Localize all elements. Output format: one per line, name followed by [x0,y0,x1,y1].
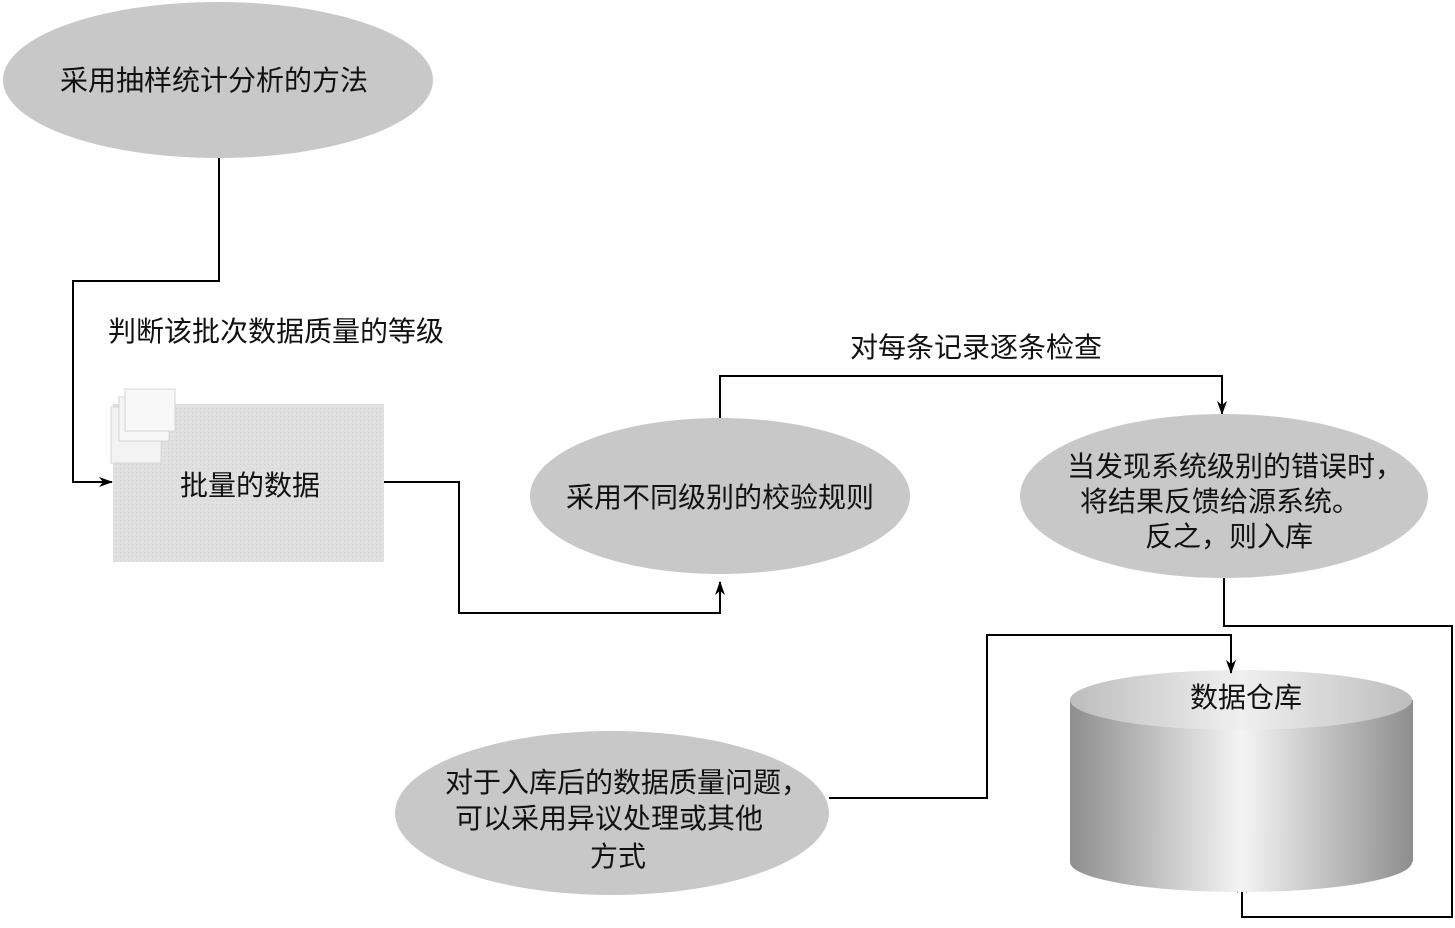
connector-feedback-loop [1223,578,1453,918]
post-storage-line-2: 可以采用异议处理或其他 [455,802,763,835]
post-storage-ellipse [395,731,829,895]
validation-rules-text: 采用不同级别的校验规则 [566,481,874,514]
connector-validation-to-feedback [719,375,1227,418]
error-feedback-ellipse [1020,414,1428,578]
batch-data-text: 批量的数据 [180,469,320,502]
data-warehouse-text: 数据仓库 [1190,681,1302,714]
connector-poststorage-to-warehouse [829,634,1236,799]
check-each-record-label: 对每条记录逐条检查 [850,331,1102,364]
post-storage-line-3: 方式 [590,840,646,873]
document-stack-icon [110,388,176,464]
sampling-method-ellipse [3,2,433,158]
validation-rules-ellipse [530,418,910,574]
judge-grade-label: 判断该批次数据质量的等级 [108,315,444,348]
error-feedback-line-3: 反之，则入库 [1145,520,1313,553]
sampling-method-text: 采用抽样统计分析的方法 [60,64,368,97]
error-feedback-line-1: 当发现系统级别的错误时， [1067,450,1403,483]
post-storage-line-1: 对于入库后的数据质量问题， [445,766,809,799]
connector-batch-to-validation [384,481,725,614]
connector-sampling-to-batch [72,158,220,487]
data-warehouse-cylinder [1070,670,1413,892]
error-feedback-line-2: 将结果反馈给源系统。 [1080,485,1360,518]
